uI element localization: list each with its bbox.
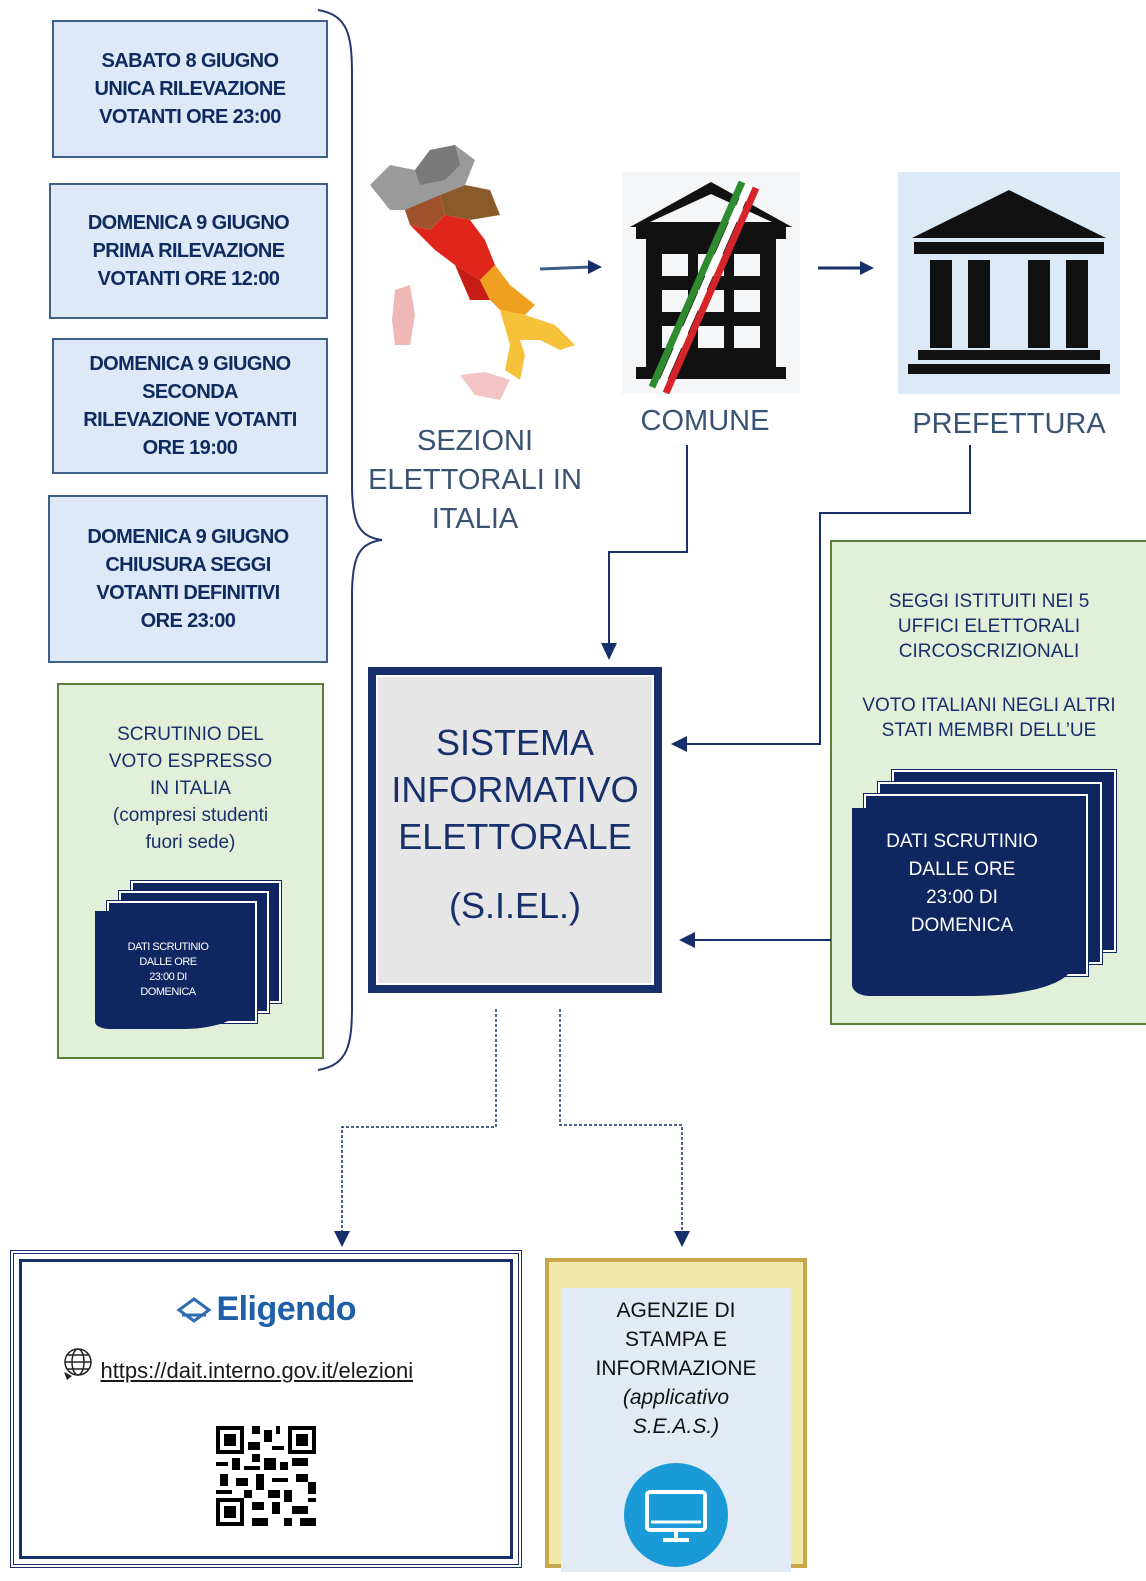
document-stack-icon: DATI SCRUTINIO DALLE ORE 23:00 DI DOMENI…	[95, 881, 295, 1041]
estero-line: STATI MEMBRI DELL’UE	[881, 720, 1097, 741]
document-stack-icon: DATI SCRUTINIO DALLE ORE 23:00 DI DOMENI…	[848, 770, 1146, 1010]
connector-comune-to-siel	[601, 445, 688, 660]
scrutinio-italia-line: IN ITALIA	[150, 778, 231, 799]
estero-box: SEGGI ISTITUITI NEI 5 UFFICI ELETTORALI …	[830, 540, 1146, 1025]
arrow-estero-to-siel	[679, 932, 831, 948]
eligendo-diamond-icon	[176, 1296, 212, 1323]
agenzie-line: INFORMAZIONE	[595, 1357, 757, 1380]
siel-box: SISTEMA INFORMATIVO ELETTORALE (S.I.EL.)	[368, 667, 662, 993]
scrutinio-italia-box: SCRUTINIO DEL VOTO ESPRESSO IN ITALIA (c…	[57, 683, 324, 1059]
agenzie-italic-line: S.E.A.S.)	[632, 1415, 720, 1438]
scrutinio-italia-line: fuori sede)	[145, 832, 236, 853]
estero-line: CIRCOSCRIZIONALI	[898, 641, 1080, 662]
eligendo-logo: Eligendo	[14, 1290, 518, 1329]
connector-prefettura-to-siel	[671, 445, 971, 752]
prefettura-building-icon	[898, 172, 1120, 394]
arrow-comune-to-prefettura	[818, 261, 874, 275]
dashed-connector-agenzie	[559, 1009, 690, 1247]
doc-line: DATI SCRUTINIO	[127, 941, 209, 953]
eligendo-link[interactable]: https://dait.interno.gov.it/elezioni	[100, 1358, 414, 1383]
eligendo-box: Eligendo https://dait.interno.gov.it/ele…	[10, 1250, 522, 1568]
scrutinio-italia-line: (compresi studenti	[112, 805, 269, 826]
globe-icon	[64, 1348, 92, 1380]
comune-building-icon	[622, 172, 800, 394]
doc-line: 23:00 DI	[926, 887, 998, 908]
estero-line: VOTO ITALIANI NEGLI ALTRI	[862, 695, 1116, 716]
arrow-map-to-comune	[540, 260, 602, 274]
monitor-icon	[624, 1463, 728, 1567]
agenzie-italic-line: (applicativo	[622, 1386, 730, 1409]
agenzie-line: AGENZIE DI	[616, 1299, 736, 1322]
siel-abbr: (S.I.EL.)	[448, 885, 582, 926]
prefettura-label: PREFETTURA	[912, 408, 1106, 440]
qr-code-icon[interactable]	[216, 1426, 316, 1526]
siel-title-line: ELETTORALE	[398, 816, 632, 857]
agenzie-box: AGENZIE DI STAMPA E INFORMAZIONE (applic…	[545, 1258, 807, 1572]
siel-title-line: INFORMATIVO	[391, 769, 639, 810]
doc-line: DOMENICA	[910, 915, 1014, 936]
curly-brace	[317, 9, 383, 1071]
doc-line: DALLE ORE	[139, 956, 197, 968]
dashed-connector-eligendo	[334, 1009, 497, 1247]
estero-line: SEGGI ISTITUITI NEI 5	[888, 591, 1090, 612]
comune-label: COMUNE	[640, 405, 770, 437]
doc-line: 23:00 DI	[149, 971, 187, 983]
agenzie-line: STAMPA E	[625, 1328, 727, 1351]
doc-line: DATI SCRUTINIO	[886, 831, 1038, 852]
doc-line: DALLE ORE	[908, 859, 1016, 880]
scrutinio-italia-line: VOTO ESPRESSO	[108, 751, 273, 772]
doc-line: DOMENICA	[140, 986, 196, 998]
siel-title-line: SISTEMA	[435, 722, 595, 763]
estero-line: UFFICI ELETTORALI	[897, 616, 1081, 637]
italy-map-icon	[370, 145, 575, 400]
scrutinio-italia-line: SCRUTINIO DEL	[117, 724, 264, 745]
